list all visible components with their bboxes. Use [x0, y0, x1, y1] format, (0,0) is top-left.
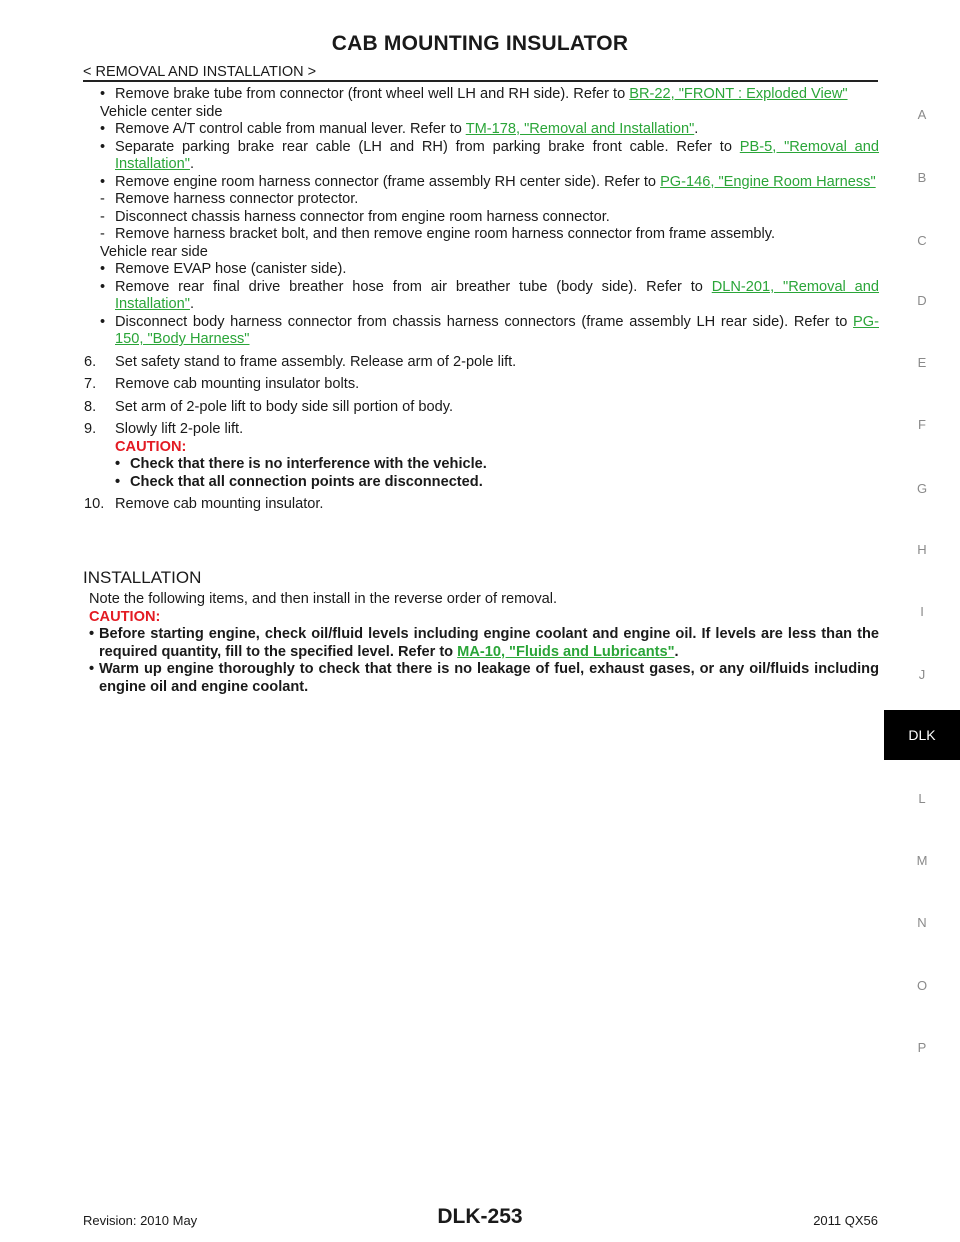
- step-item: 9.Slowly lift 2-pole lift.: [84, 421, 244, 437]
- section-index-h[interactable]: H: [917, 542, 927, 557]
- list-item: •Disconnect body harness connector from …: [100, 313, 879, 348]
- reference-link[interactable]: DLN-201, "Removal and Installation": [115, 278, 879, 313]
- caution-item: •Before starting engine, check oil/fluid…: [89, 626, 879, 660]
- caution-item: •Check that there is no interference wit…: [115, 456, 487, 472]
- bullet-icon: •: [100, 138, 106, 155]
- footer-model: 2011 QX56: [813, 1213, 878, 1228]
- sub-item: -Remove harness connector protector.: [100, 191, 359, 207]
- step-item: 8.Set arm of 2-pole lift to body side si…: [84, 398, 453, 415]
- page-number: DLK-253: [437, 1205, 523, 1228]
- caution-block: CAUTION: •Check that there is no interfe…: [100, 439, 879, 492]
- bullet-icon: •: [100, 278, 106, 295]
- caution-item: •Check that all connection points are di…: [115, 473, 483, 490]
- section-index-e[interactable]: E: [917, 355, 927, 370]
- reference-link[interactable]: PG-150, "Body Harness": [115, 313, 879, 348]
- installation-heading: INSTALLATION: [83, 568, 202, 587]
- bullet-icon: •: [89, 626, 95, 642]
- section-index-n[interactable]: N: [917, 915, 927, 930]
- section-breadcrumb: < REMOVAL AND INSTALLATION >: [83, 64, 317, 80]
- section-index-b[interactable]: B: [917, 170, 927, 185]
- section-index-dlk-active[interactable]: DLK: [884, 710, 960, 760]
- sub-item: -Disconnect chassis harness connector fr…: [100, 208, 610, 225]
- list-item: •Remove A/T control cable from manual le…: [100, 121, 699, 137]
- bullet-icon: •: [89, 661, 95, 677]
- section-index-g[interactable]: G: [916, 481, 928, 496]
- bullet-icon: •: [115, 473, 121, 490]
- list-item: •Remove brake tube from connector (front…: [100, 86, 848, 102]
- header-divider: [83, 80, 878, 82]
- reference-link[interactable]: MA-10, "Fluids and Lubricants": [457, 643, 675, 660]
- step-item: 10.Remove cab mounting insulator.: [84, 496, 324, 512]
- list-item: •Remove engine room harness connector (f…: [100, 173, 876, 190]
- list-item: •Remove rear final drive breather hose f…: [100, 278, 879, 313]
- section-index-d[interactable]: D: [917, 293, 927, 308]
- page-title: CAB MOUNTING INSULATOR: [331, 32, 629, 55]
- reference-link[interactable]: PB-5, "Removal and Installation": [115, 138, 879, 173]
- step-item: 6.Set safety stand to frame assembly. Re…: [84, 353, 517, 370]
- subsection-label: Vehicle center side: [100, 103, 223, 120]
- section-index-p[interactable]: P: [917, 1040, 927, 1055]
- section-index-i[interactable]: I: [920, 604, 924, 619]
- bullet-icon: •: [100, 173, 106, 190]
- section-index-l[interactable]: L: [918, 791, 926, 806]
- bullet-icon: •: [115, 456, 121, 472]
- section-index-f[interactable]: F: [918, 417, 926, 432]
- section-index-m[interactable]: M: [916, 853, 928, 868]
- section-index-j[interactable]: J: [918, 667, 926, 682]
- section-index-a[interactable]: A: [917, 107, 927, 122]
- sub-item: -Remove harness bracket bolt, and then r…: [100, 226, 776, 242]
- bullet-icon: •: [100, 86, 106, 102]
- bullet-icon: •: [100, 121, 106, 137]
- reference-link[interactable]: BR-22, "FRONT : Exploded View": [629, 86, 848, 102]
- reference-link[interactable]: PG-146, "Engine Room Harness": [660, 173, 876, 190]
- bullet-icon: •: [100, 261, 106, 277]
- removal-content: •Remove brake tube from connector (front…: [84, 86, 879, 514]
- caution-label: CAUTION:: [89, 608, 161, 625]
- section-index-o[interactable]: O: [916, 978, 928, 993]
- footer-revision: Revision: 2010 May: [83, 1213, 198, 1228]
- installation-content: Note the following items, and then insta…: [89, 591, 879, 696]
- subsection-label: Vehicle rear side: [100, 243, 208, 260]
- caution-label: CAUTION:: [115, 438, 187, 455]
- list-item: •Separate parking brake rear cable (LH a…: [100, 138, 879, 173]
- caution-item: •Warm up engine thoroughly to check that…: [89, 661, 879, 695]
- installation-note: Note the following items, and then insta…: [89, 591, 558, 607]
- reference-link[interactable]: TM-178, "Removal and Installation": [465, 121, 695, 137]
- list-item: •Remove EVAP hose (canister side).: [100, 261, 347, 277]
- bullet-icon: •: [100, 313, 106, 330]
- section-index-c[interactable]: C: [917, 233, 927, 248]
- step-item: 7.Remove cab mounting insulator bolts.: [84, 376, 360, 392]
